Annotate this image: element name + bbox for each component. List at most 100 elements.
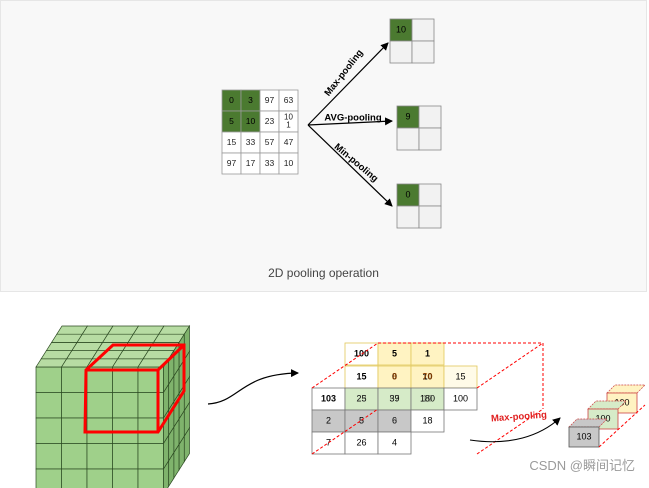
cube-front-cell [35, 417, 62, 444]
lower-overlay-value: 0 [392, 415, 397, 425]
cube-front-cell [61, 366, 88, 393]
cube-front-cell [35, 392, 62, 419]
cube-front-cell [61, 468, 88, 488]
mid-value: 0 [392, 371, 397, 381]
output-value: 9 [405, 111, 410, 121]
front-value: 26 [356, 437, 366, 447]
output-cell [418, 205, 442, 229]
output-cell [396, 127, 420, 151]
front-cell [443, 387, 478, 411]
cube-front-cell [61, 417, 88, 444]
cube-front-cell [61, 443, 88, 470]
input-cell-value: 97 [227, 158, 237, 168]
depth-edge [476, 342, 544, 389]
max-pooling-label: Max-pooling [491, 410, 548, 425]
input-volume-cube [35, 324, 191, 488]
figure-caption: 2D pooling operation [268, 266, 379, 280]
watermark: CSDN @瞬间记忆 [529, 458, 635, 473]
front-value: 6 [392, 415, 397, 425]
extract-arrow [207, 369, 299, 405]
mid-overlay-value: 8 [392, 371, 397, 381]
input-cell-value: 5 [229, 116, 234, 126]
mid-value: 15 [356, 371, 366, 381]
input-cell-value: 10 [284, 158, 294, 168]
back-frame [378, 342, 544, 409]
cube-front-cell [61, 392, 88, 419]
front-overlay-value: 57 [389, 393, 399, 403]
front-overlay-value: 23 [356, 393, 366, 403]
output-cell [389, 40, 413, 64]
input-cell-value: 33 [246, 137, 256, 147]
cube-front-cell [112, 392, 139, 419]
cube-front-cell [137, 468, 164, 488]
operation-label: Min-pooling [332, 141, 380, 184]
front-overlay-value: 10 [422, 393, 432, 403]
output-depth-edge [598, 404, 646, 448]
output-value: 0 [405, 189, 410, 199]
input-cell-value: 3 [248, 95, 253, 105]
input-cell-value: 17 [246, 158, 256, 168]
front-value: 18 [422, 415, 432, 425]
back-value: 1 [425, 348, 430, 358]
mid-overlay-value: 70 [422, 371, 432, 381]
output-cell [411, 18, 435, 42]
output-volume: 100100103 [568, 384, 646, 448]
front-cell [410, 409, 445, 433]
front-value: 39 [389, 393, 399, 403]
cube-front-cell [112, 443, 139, 470]
input-cell-value: 63 [284, 95, 294, 105]
lower-overlay-value: 3 [359, 415, 364, 425]
front-value: 4 [392, 437, 397, 447]
cube-front-cell [86, 443, 113, 470]
front-value: 103 [321, 393, 336, 403]
front-cell [377, 431, 412, 455]
input-cell-value: 97 [265, 95, 275, 105]
output-cell [418, 183, 442, 207]
input-cell-value: 1 [286, 121, 291, 130]
input-cell-value: 33 [265, 158, 275, 168]
cube-front-cell [86, 392, 113, 419]
output-value: 10 [396, 24, 406, 34]
cube-front-cell [137, 392, 164, 419]
input-cell [278, 152, 299, 175]
input-cell-value: 23 [265, 116, 275, 126]
output-cube-top [606, 384, 646, 394]
input-cell-value: 10 [246, 116, 256, 126]
mid-value: 15 [455, 371, 465, 381]
back-value: 100 [354, 348, 369, 358]
cube-front-cell [35, 443, 62, 470]
input-cell-value: 0 [229, 95, 234, 105]
output-cell [418, 127, 442, 151]
output-cell [396, 205, 420, 229]
cube-front-cell [112, 468, 139, 488]
cube-front-cell [137, 443, 164, 470]
cube-front-cell [86, 468, 113, 488]
output-cube-face [568, 426, 600, 448]
front-value: 100 [453, 393, 468, 403]
operation-label: AVG-pooling [324, 113, 382, 124]
window-volume: 1005115010158701032539180100256187264235… [311, 342, 544, 455]
output-cell [411, 40, 435, 64]
top-panel: 2D pooling operation [0, 0, 647, 292]
depth-edge [311, 342, 379, 389]
cube-side-cell [183, 426, 190, 463]
mid-value: 10 [422, 371, 432, 381]
cube-front-cell [35, 468, 62, 488]
back-cell [410, 342, 445, 366]
depth-edge [476, 408, 544, 455]
cube-front-cell [35, 366, 62, 393]
input-cell-value: 57 [265, 137, 275, 147]
operation-arrow [307, 124, 393, 207]
pooling-arrow [469, 417, 561, 443]
front-value: 180 [420, 393, 435, 403]
back-value: 5 [392, 348, 397, 358]
front-value: 2 [326, 415, 331, 425]
input-cell-value: 10 [284, 113, 293, 122]
operation-arrow [307, 42, 389, 126]
operation-arrow [307, 117, 393, 126]
output-cell [418, 105, 442, 129]
front-value: 25 [356, 393, 366, 403]
depth-edge [311, 408, 379, 455]
